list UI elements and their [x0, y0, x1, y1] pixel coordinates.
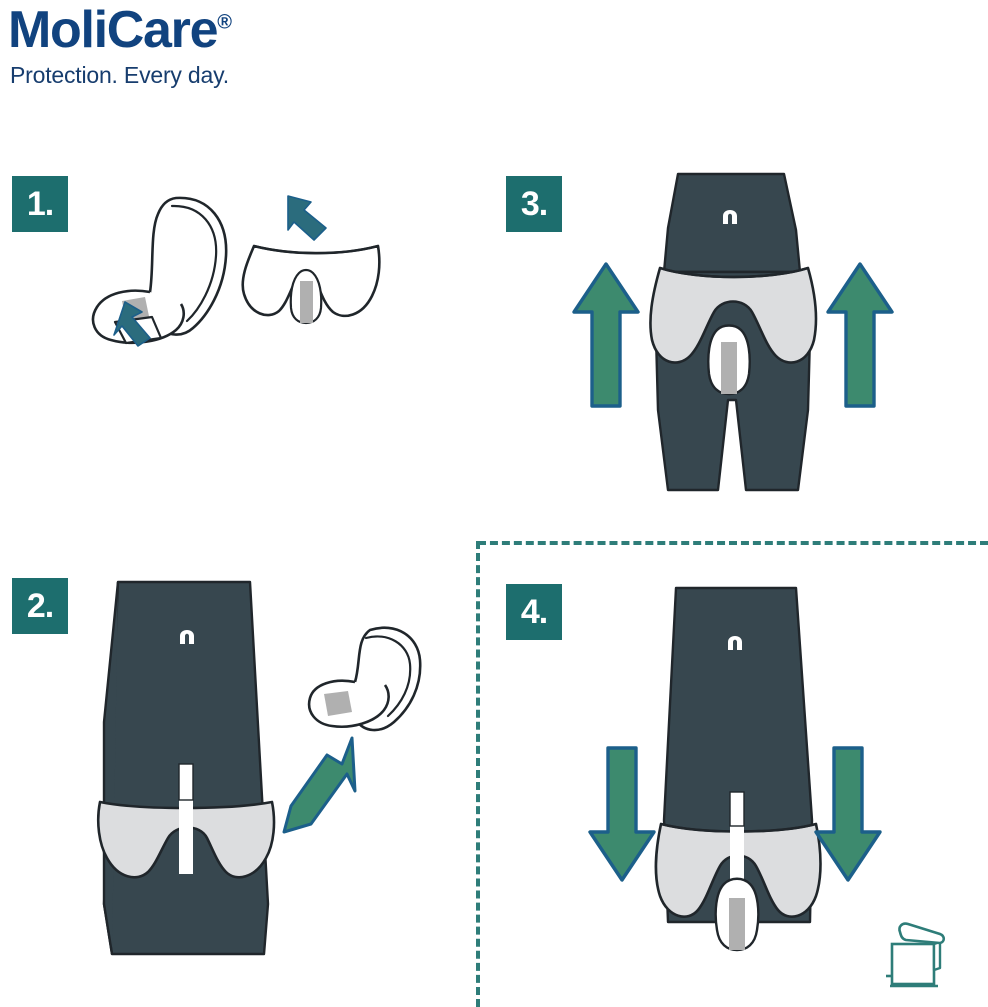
- brand-wordmark-text: MoliCare: [8, 1, 219, 59]
- incontinence-pad: [307, 626, 422, 732]
- step-number-badge-2: 2.: [12, 578, 68, 634]
- incontinence-pad: [91, 196, 228, 345]
- placement-arrow: [287, 195, 327, 241]
- release-liner-peel-arrow: [113, 301, 151, 347]
- pull-down-arrow-right: [814, 746, 882, 882]
- step-number-badge-4: 4.: [506, 584, 562, 640]
- navel-mark: [728, 636, 742, 650]
- pull-up-underwear-illustration: [572, 172, 894, 492]
- pull-down-and-dispose-illustration: [588, 586, 882, 952]
- step-panel-1: 1.: [0, 160, 470, 530]
- brand-wordmark: MoliCare®: [8, 4, 232, 56]
- adhesive-strip: [324, 691, 352, 716]
- trash-bin-open-lid-icon: [886, 922, 946, 988]
- pull-up-arrow-right: [826, 262, 894, 408]
- pad-top-tab: [729, 791, 745, 827]
- step-panel-4: 4.: [478, 552, 988, 1007]
- step4-dashed-border-left: [476, 541, 480, 1007]
- pull-up-arrow-left: [572, 262, 640, 408]
- step-panel-3: 3.: [478, 160, 988, 530]
- navel-mark: [180, 630, 194, 644]
- lowered-underwear-with-pad-illustration: [96, 580, 422, 956]
- step4-dashed-border-top: [478, 541, 988, 545]
- adhesive-strip: [729, 898, 745, 950]
- lowered-underwear: [96, 800, 276, 879]
- step-number-badge-1: 1.: [12, 176, 68, 232]
- insert-pad-arrow: [282, 736, 357, 834]
- underwear-pulled-up: [649, 266, 818, 364]
- step-panel-2: 2.: [0, 552, 470, 1007]
- navel-mark: [723, 210, 737, 224]
- pull-down-arrow-left: [588, 746, 656, 882]
- used-pad: [714, 877, 760, 952]
- brand-tagline: Protection. Every day.: [10, 62, 229, 88]
- registered-trademark-icon: ®: [217, 11, 232, 34]
- pad-and-underwear-illustration: [91, 195, 381, 347]
- adhesive-strip: [721, 342, 737, 394]
- pad-in-place: [707, 324, 751, 396]
- underwear-front-view: [241, 244, 381, 325]
- pad-top-tab: [178, 763, 194, 801]
- step-number-badge-3: 3.: [506, 176, 562, 232]
- adhesive-strip: [300, 281, 313, 323]
- brand-header: MoliCare® Protection. Every day.: [8, 2, 428, 102]
